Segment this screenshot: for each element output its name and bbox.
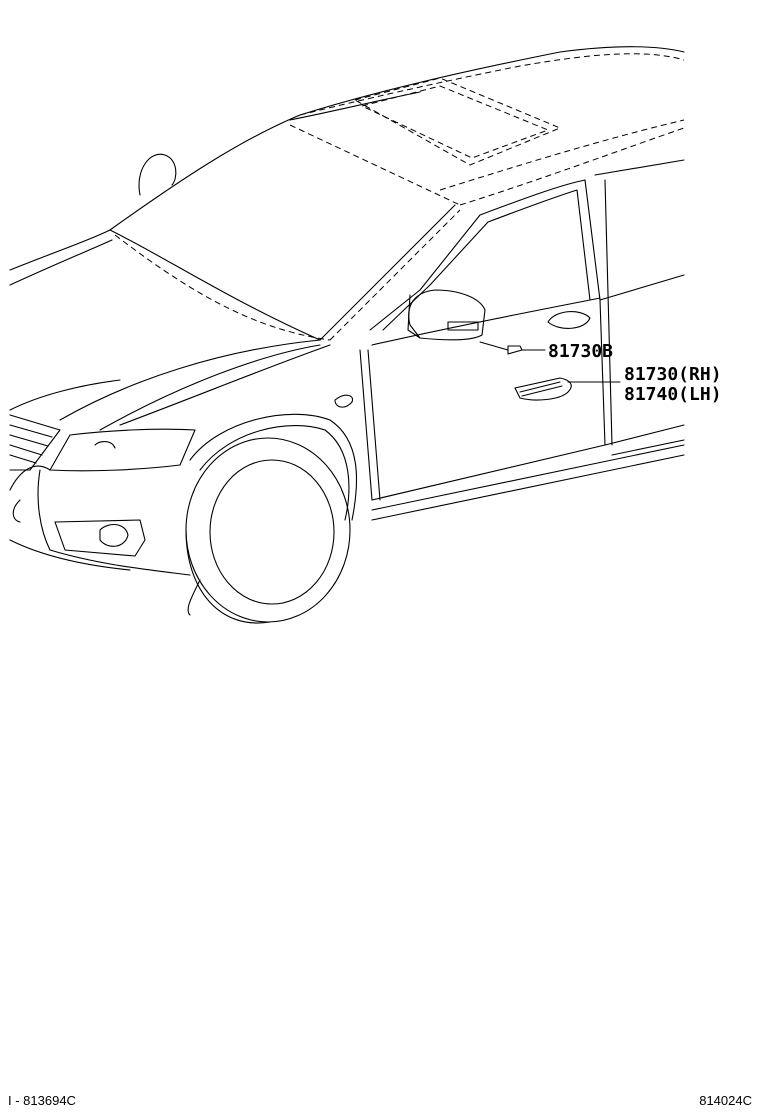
side-mirror xyxy=(407,289,486,341)
part-label-81730b: 81730B xyxy=(548,341,613,362)
front-fender xyxy=(187,394,358,616)
bulb-part xyxy=(507,345,546,355)
turn-signal-lamp-part xyxy=(514,377,621,401)
antenna-shape xyxy=(138,153,177,196)
leader-line-81730b xyxy=(479,341,509,351)
rear-door xyxy=(371,159,685,521)
fog-lamp xyxy=(54,519,146,557)
front-door xyxy=(359,179,685,501)
mirror-turn-signal xyxy=(447,321,479,331)
footer-left-code: I - 813694C xyxy=(8,1093,76,1108)
hood xyxy=(9,229,331,431)
windshield xyxy=(109,204,461,341)
headlamp xyxy=(49,428,196,472)
part-label-81740-lh: 81740(LH) xyxy=(624,384,722,405)
front-bumper xyxy=(9,465,191,576)
roof xyxy=(109,46,685,231)
footer-right-code: 814024C xyxy=(699,1093,752,1108)
part-label-81730-rh: 81730(RH) xyxy=(624,364,722,385)
door-handle xyxy=(547,311,591,329)
grille xyxy=(9,414,61,471)
side-marker xyxy=(334,394,354,408)
front-wheel xyxy=(185,437,351,624)
